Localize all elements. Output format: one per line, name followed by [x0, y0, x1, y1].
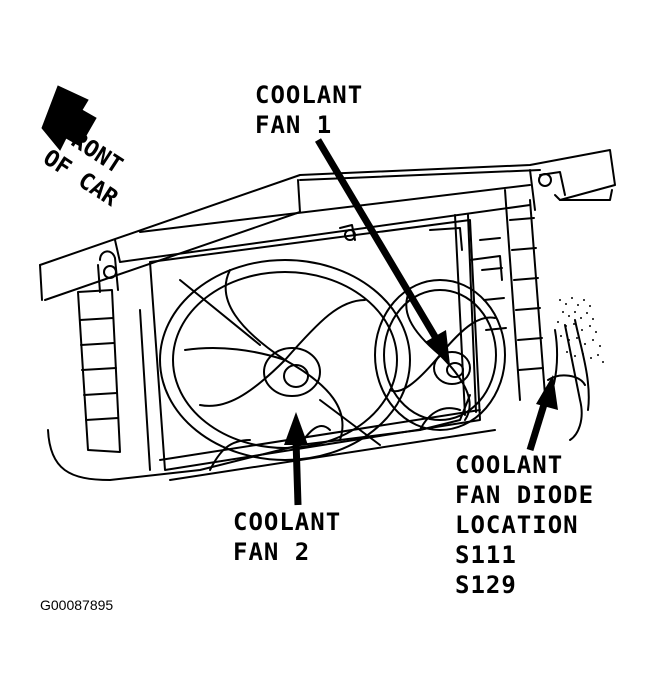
fan-2-leader-arrow: [284, 412, 308, 506]
coolant-fan-2-line-2: FAN 2: [233, 538, 311, 566]
mounting-brackets: [103, 171, 566, 281]
figure-id: G00087895: [40, 597, 114, 613]
radiator-support-frame: [39, 149, 616, 301]
diode-line-5: S129: [455, 571, 517, 599]
diode-line-2: FAN DIODE: [455, 481, 595, 509]
coolant-fan-2-line-1: COOLANT: [233, 508, 342, 536]
diode-line-4: S111: [455, 541, 517, 569]
arrow-up-left-icon: [41, 85, 97, 151]
radiator-left-tank: [77, 250, 121, 453]
diode-line-1: COOLANT: [455, 451, 564, 479]
coolant-fan-2-callout: COOLANT FAN 2: [233, 507, 341, 567]
coolant-fan-1-callout: COOLANT FAN 1: [255, 80, 363, 140]
coolant-fan-1-line-2: FAN 1: [255, 111, 333, 139]
diode-leader-arrow: [526, 375, 558, 452]
radiator-core: [139, 189, 546, 471]
coolant-fan-1-line-1: COOLANT: [255, 81, 364, 109]
coolant-fan-2-graphic: [159, 259, 411, 461]
fan-1-leader-arrow: [314, 138, 450, 365]
diode-shading: [557, 297, 604, 363]
coolant-fan-diode-callout: COOLANT FAN DIODE LOCATION S111 S129: [455, 450, 594, 600]
diode-line-3: LOCATION: [455, 511, 579, 539]
